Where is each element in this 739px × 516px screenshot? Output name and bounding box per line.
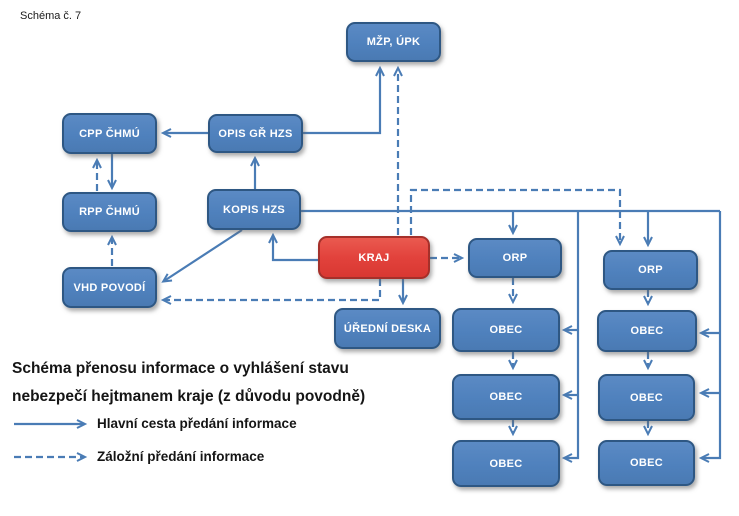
node-obec-l1: OBEC <box>452 308 560 352</box>
edge-mid-drop <box>561 211 580 463</box>
node-obec-l3: OBEC <box>452 440 560 487</box>
caption-line-2: nebezpečí hejtmanem kraje (z důvodu povo… <box>12 388 366 405</box>
dashed-edges <box>14 65 653 462</box>
node-obec-r1: OBEC <box>597 310 697 352</box>
edge-kraj-to-vhd-backup <box>160 279 382 305</box>
schema-number-label: Schéma č. 7 <box>20 10 82 22</box>
legend-main-path-label: Hlavní cesta předání informace <box>97 416 297 431</box>
node-vhd-povodi: VHD POVODÍ <box>62 267 157 308</box>
edge-kraj-to-orp2-backup <box>409 188 625 247</box>
node-kopis-hzs: KOPIS HZS <box>207 189 301 230</box>
edge-opis-to-mzp <box>303 65 385 135</box>
node-kraj: KRAJ <box>318 236 430 279</box>
node-mzp-upk: MŽP, ÚPK <box>346 22 441 62</box>
edge-kopis-to-vhd <box>161 229 243 283</box>
edge-right-drop <box>698 211 722 463</box>
node-orp-2: ORP <box>603 250 698 290</box>
node-opis-gr-hzs: OPIS GŘ HZS <box>208 114 303 153</box>
node-uredni-deska: ÚŘEDNÍ DESKA <box>334 308 441 349</box>
node-obec-r3: OBEC <box>598 440 695 486</box>
legend-backup-path-label: Záložní předání informace <box>97 449 265 464</box>
node-obec-l2: OBEC <box>452 374 560 420</box>
caption-line-1: Schéma přenosu informace o vyhlášení sta… <box>12 360 349 377</box>
edge-kraj-to-kopis <box>268 232 318 262</box>
solid-edges <box>14 65 722 463</box>
node-obec-r2: OBEC <box>598 374 695 421</box>
node-rpp-chmu: RPP ČHMÚ <box>62 192 157 232</box>
node-orp-1: ORP <box>468 238 562 278</box>
node-cpp-chmu: CPP ČHMÚ <box>62 113 157 154</box>
